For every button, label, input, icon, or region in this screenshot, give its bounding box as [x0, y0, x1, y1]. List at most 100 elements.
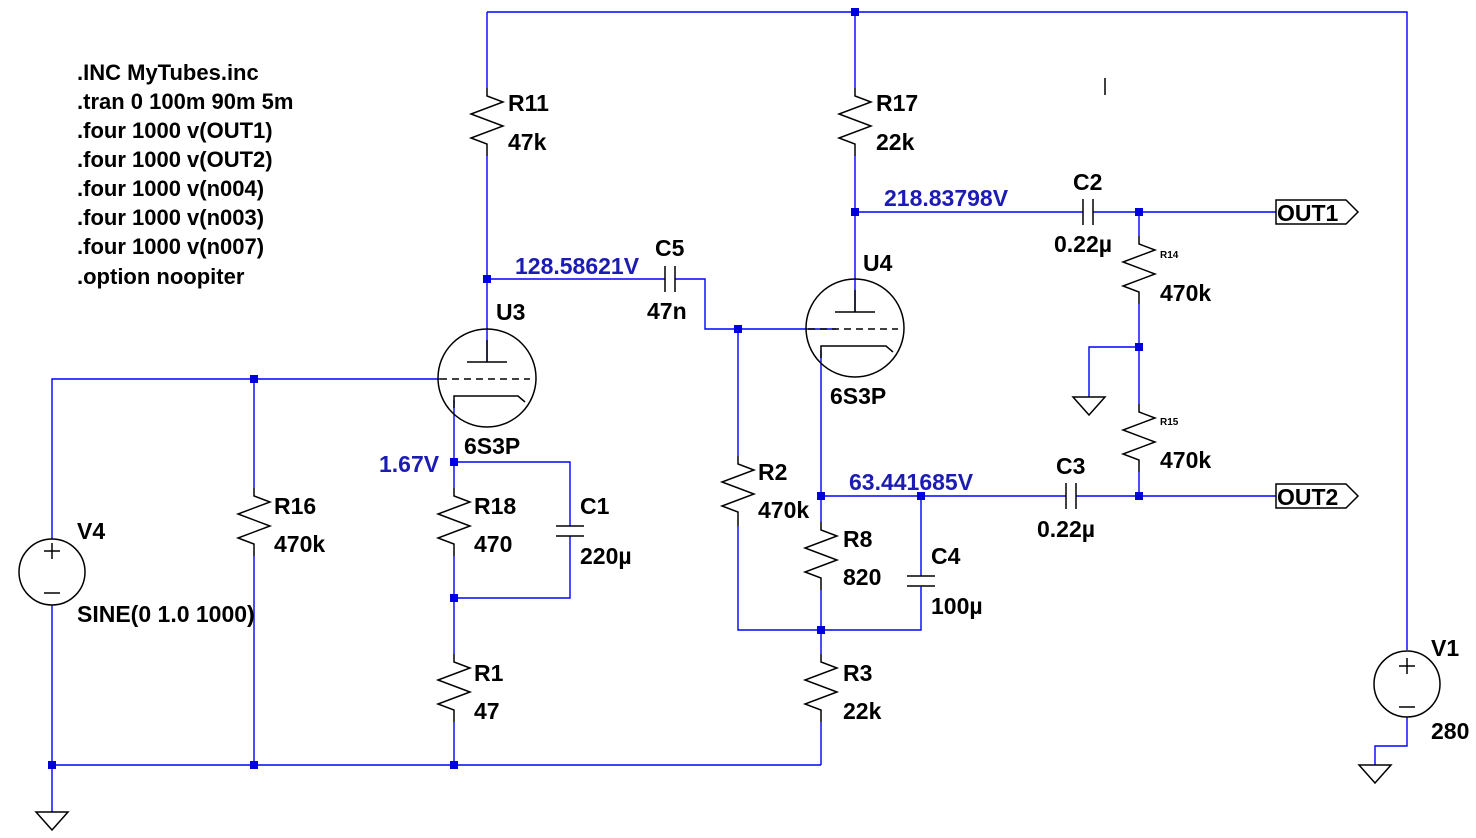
- junction: [483, 275, 491, 283]
- label-r8-name: R8: [843, 526, 873, 552]
- resistor-r8[interactable]: [802, 522, 840, 590]
- label-c1-name: C1: [580, 493, 610, 519]
- label-u3-name: U3: [496, 299, 525, 325]
- source-v1-body: [1373, 650, 1441, 718]
- label-r15-name: R15: [1160, 417, 1179, 428]
- junction: [734, 325, 742, 333]
- tube-u3-envelope: [437, 328, 537, 428]
- label-c4-value: 100µ: [931, 593, 983, 619]
- label-r1-value: 47: [474, 698, 500, 724]
- wire-v1-bottom[interactable]: [1374, 716, 1408, 765]
- label-v4-name: V4: [77, 518, 105, 544]
- wire-r2-bottom[interactable]: [737, 526, 922, 631]
- port-out1[interactable]: OUT1: [1275, 199, 1360, 226]
- junction: [817, 492, 825, 500]
- directive-line: .four 1000 v(n003): [77, 205, 264, 230]
- junction: [917, 492, 925, 500]
- resistor-r16[interactable]: [235, 488, 273, 556]
- resistor-r3[interactable]: [802, 654, 840, 722]
- ground-icon-left: [34, 811, 70, 832]
- label-u4-model: 6S3P: [830, 383, 886, 409]
- source-v4[interactable]: [18, 538, 86, 606]
- label-r8-value: 820: [843, 564, 881, 590]
- capacitor-c4[interactable]: [907, 575, 935, 596]
- tube-u4-cathode: [820, 345, 894, 358]
- junction: [817, 626, 825, 634]
- wire-v4-top[interactable]: [51, 378, 440, 540]
- tube-u4-envelope: [805, 278, 905, 378]
- tube-u4[interactable]: [805, 278, 905, 378]
- label-v1-name: V1: [1431, 635, 1459, 661]
- capacitor-c3[interactable]: [1065, 483, 1077, 509]
- label-v4-value: SINE(0 1.0 1000): [77, 601, 255, 627]
- ground-icon-divider: [1071, 396, 1107, 417]
- wires: [51, 11, 1408, 812]
- wire-top-rail[interactable]: [487, 11, 1408, 650]
- resistor-r1[interactable]: [435, 654, 473, 722]
- label-c2-value: 0.22µ: [1054, 231, 1112, 257]
- source-v1[interactable]: [1373, 650, 1441, 718]
- label-r18-value: 470: [474, 531, 512, 557]
- label-c1-value: 220µ: [580, 543, 632, 569]
- resistor-r17[interactable]: [836, 88, 874, 156]
- resistor-r15[interactable]: [1120, 404, 1158, 472]
- junction: [1135, 208, 1143, 216]
- wire-c1-bottom[interactable]: [454, 536, 571, 599]
- label-r14-value: 470k: [1160, 280, 1211, 306]
- resistor-r14[interactable]: [1120, 236, 1158, 304]
- label-r17-name: R17: [876, 90, 918, 116]
- junction: [1135, 343, 1143, 351]
- label-u4-name: U4: [863, 250, 893, 276]
- directive-line: .four 1000 v(OUT1): [77, 118, 273, 143]
- junction: [851, 208, 859, 216]
- resistors: [235, 88, 1158, 722]
- label-c5-value: 47n: [647, 298, 687, 324]
- label-r2-name: R2: [758, 459, 787, 485]
- label-r3-value: 22k: [843, 698, 882, 724]
- directive-line: .four 1000 v(OUT2): [77, 147, 273, 172]
- junction: [450, 761, 458, 769]
- junction: [250, 375, 258, 383]
- label-r18-name: R18: [474, 493, 516, 519]
- label-c5-name: C5: [655, 235, 685, 261]
- node-voltage-u3-plate: 128.58621V: [515, 253, 640, 279]
- label-r14-name: R14: [1160, 250, 1179, 261]
- label-r1-name: R1: [474, 660, 504, 686]
- capacitor-c2[interactable]: [1082, 199, 1094, 225]
- label-u3-model: 6S3P: [464, 433, 520, 459]
- port-out1-label: OUT1: [1277, 200, 1339, 226]
- node-voltage-u4-plate: 218.83798V: [884, 185, 1009, 211]
- directive-line: .four 1000 v(n007): [77, 234, 264, 259]
- junction: [48, 761, 56, 769]
- source-v4-body: [18, 538, 86, 606]
- spice-directives[interactable]: .INC MyTubes.inc .tran 0 100m 90m 5m .fo…: [77, 60, 293, 289]
- wire-divider-gnd[interactable]: [1088, 346, 1139, 397]
- junction: [851, 8, 859, 16]
- wire-c5-to-u4-grid[interactable]: [675, 278, 836, 330]
- directive-line: .tran 0 100m 90m 5m: [77, 89, 293, 114]
- directive-line: .option noopiter: [77, 264, 245, 289]
- resistor-r11[interactable]: [468, 88, 506, 156]
- label-c3-value: 0.22µ: [1037, 516, 1095, 542]
- node-voltage-labels: 128.58621V 1.67V 218.83798V 63.441685V: [379, 185, 1009, 495]
- capacitor-c5[interactable]: [664, 266, 676, 292]
- port-out2-label: OUT2: [1277, 484, 1338, 510]
- capacitor-c1[interactable]: [556, 525, 584, 537]
- label-c3-name: C3: [1056, 453, 1085, 479]
- node-voltage-u4-cathode: 63.441685V: [849, 469, 974, 495]
- tube-u3[interactable]: [437, 328, 537, 428]
- wire-c1-top[interactable]: [454, 461, 571, 526]
- label-v1-value: 280: [1431, 718, 1469, 744]
- capacitors: [556, 199, 1094, 596]
- port-out2-flag: [1275, 483, 1360, 509]
- label-c2-name: C2: [1073, 169, 1102, 195]
- resistor-r2[interactable]: [719, 456, 757, 526]
- junction: [450, 594, 458, 602]
- resistor-r18[interactable]: [435, 488, 473, 556]
- component-labels: R11 47k R17 22k R14 470k R15 470k R16 47…: [77, 90, 1469, 744]
- directive-line: .four 1000 v(n004): [77, 176, 264, 201]
- port-out2[interactable]: OUT2: [1275, 483, 1360, 510]
- label-r11-name: R11: [508, 90, 549, 116]
- junction: [1135, 492, 1143, 500]
